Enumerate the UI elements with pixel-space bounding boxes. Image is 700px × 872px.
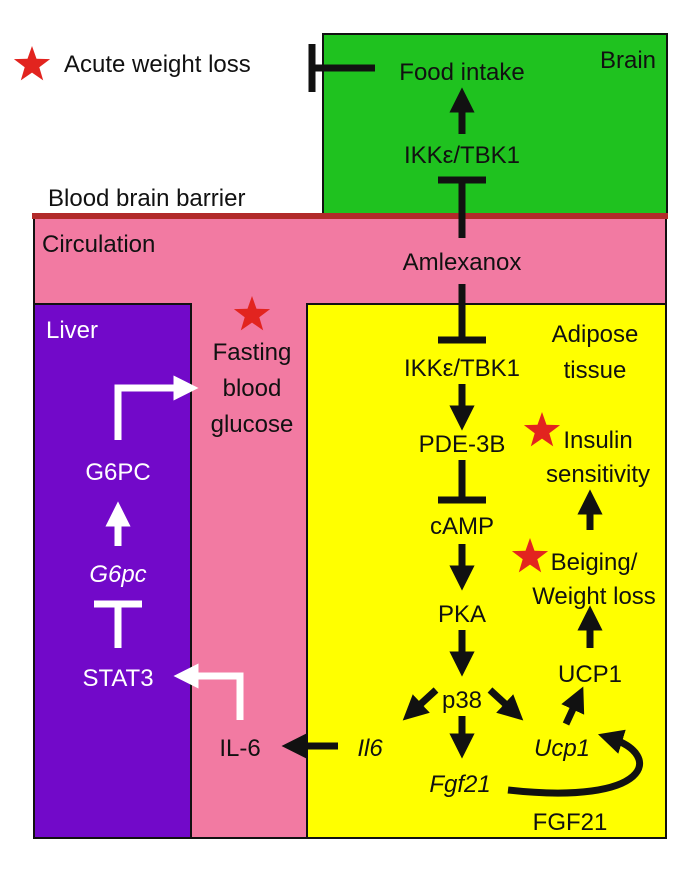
il6-protein-label: IL-6	[219, 735, 260, 762]
fasting-glucose-label-2: blood	[223, 375, 282, 402]
fgf21-protein-label: FGF21	[533, 809, 608, 836]
arrow-p38-to-il6	[402, 687, 439, 721]
liver-label: Liver	[46, 317, 98, 344]
p38-label: p38	[442, 687, 482, 714]
insulin-sensitivity-label-2: sensitivity	[546, 461, 650, 488]
brain-label: Brain	[600, 47, 656, 74]
il6-gene-label: Il6	[357, 735, 383, 762]
adipose-label: Adipose	[552, 321, 639, 348]
fasting-glucose-label: Fasting	[213, 339, 292, 366]
brain-region	[322, 33, 668, 215]
star-icon-fasting-glucose	[233, 296, 271, 331]
ucp1-gene-label: Ucp1	[534, 735, 590, 762]
arrow-p38-to-ucp1	[487, 687, 524, 721]
star-icon-beiging	[511, 538, 549, 573]
pde3b-label: PDE-3B	[419, 431, 506, 458]
ikk-tbk1-brain-label: IKKε/TBK1	[404, 142, 520, 169]
arrow-g6pc-to-fasting-glucose	[114, 375, 199, 440]
ikk-tbk1-adipose-label: IKKε/TBK1	[404, 355, 520, 382]
arrow-fgf21-to-ucp1-curve	[507, 729, 643, 797]
adipose-label-2: tissue	[564, 357, 627, 384]
beiging-label: Beiging/	[551, 549, 638, 576]
beiging-label-2: Weight loss	[532, 583, 656, 610]
amlexanox-label: Amlexanox	[403, 249, 522, 276]
arrow-il6-to-stat3	[173, 663, 244, 720]
arrow-ucp1-gene-to-protein	[561, 686, 585, 726]
liver-region	[33, 303, 192, 839]
fasting-glucose-label-3: glucose	[211, 411, 294, 438]
pka-label: PKA	[438, 601, 486, 628]
insulin-sensitivity-label: Insulin	[563, 427, 632, 454]
g6pc-protein-label: G6PC	[85, 459, 150, 486]
circulation-label: Circulation	[42, 231, 155, 258]
stat3-label: STAT3	[82, 665, 153, 692]
food-intake-label: Food intake	[399, 59, 524, 86]
g6pc-gene-label: G6pc	[89, 561, 146, 588]
fgf21-gene-label: Fgf21	[429, 771, 490, 798]
blood-brain-barrier-label: Blood brain barrier	[48, 185, 245, 212]
star-icon-acute-weight-loss	[13, 46, 51, 81]
acute-weight-loss-label: Acute weight loss	[64, 51, 251, 78]
ucp1-protein-label: UCP1	[558, 661, 622, 688]
camp-label: cAMP	[430, 513, 494, 540]
star-icon-insulin-sensitivity	[523, 412, 561, 447]
